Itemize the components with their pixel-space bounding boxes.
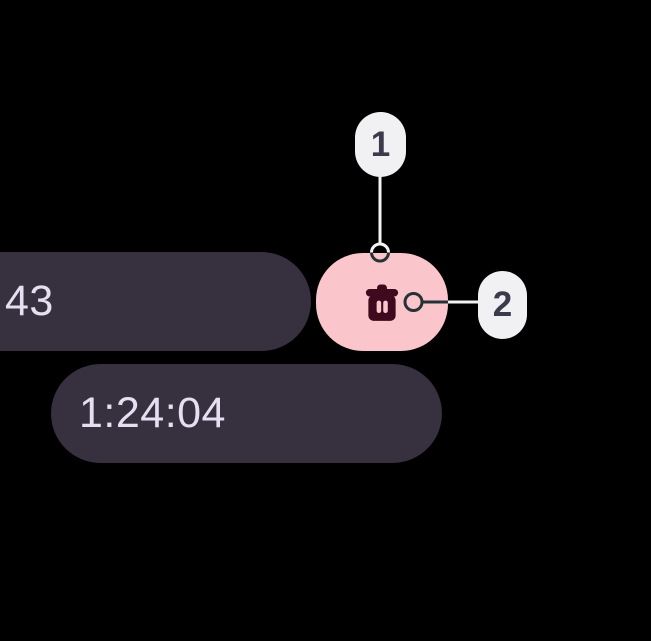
callout-1-circle-top [370, 242, 390, 253]
callout-badge-2-label: 2 [492, 285, 513, 324]
timer-chip: 1:24:04 [51, 364, 442, 463]
trash-icon [365, 284, 399, 321]
callout-badge-1-label: 1 [370, 124, 391, 164]
delete-button[interactable] [316, 253, 448, 351]
callout-badge-1: 1 [355, 112, 406, 177]
trash-icon-slot-right [383, 300, 388, 313]
timer-chip-partial: 43 [0, 252, 311, 351]
trash-icon-slot-left [376, 300, 382, 313]
callout-badge-2: 2 [478, 271, 527, 339]
trash-icon-lid [365, 289, 399, 297]
timer-value: 1:24:04 [79, 389, 226, 437]
timer-value-partial: 43 [5, 277, 54, 325]
trash-icon-body [368, 295, 396, 321]
